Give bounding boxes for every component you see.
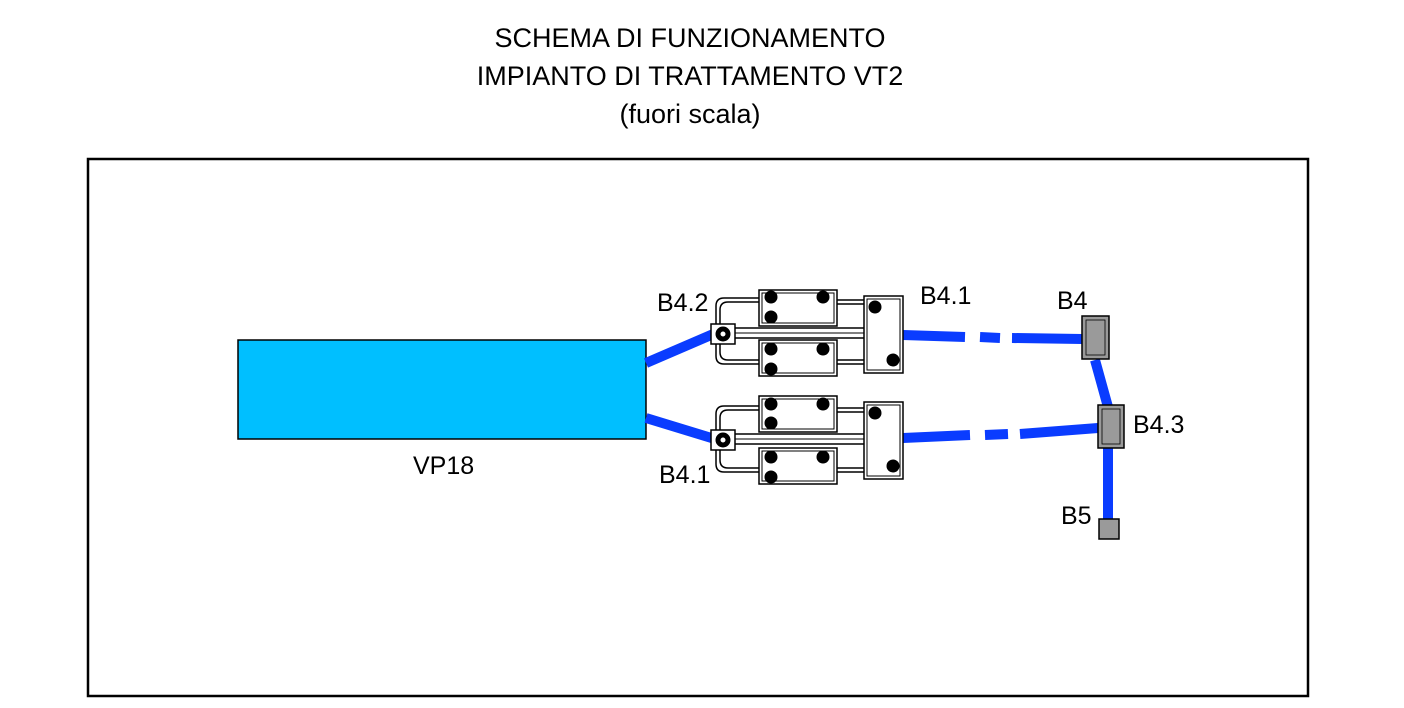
inlet-pipes	[644, 327, 720, 445]
diagram-title-line1: SCHEMA DI FUNZIONAMENTO	[494, 23, 886, 53]
pipe-basin-to-lower-unit	[644, 413, 720, 445]
label-manhole-b4: B4	[1057, 287, 1088, 315]
treatment-unit-lower	[710, 395, 904, 485]
pipe-b4-to-b43	[1090, 358, 1113, 409]
manhole-b5	[1098, 518, 1120, 540]
pipe-lower-seg3	[1019, 423, 1099, 439]
diagram-title-line3: (fuori scala)	[619, 99, 761, 129]
manhole-b4	[1081, 315, 1110, 360]
diagram-frame	[86, 157, 1310, 698]
pipe-upper-seg2	[979, 332, 1001, 343]
label-vp18: VP18	[413, 452, 474, 480]
basin-vp18	[237, 339, 647, 440]
treatment-unit-upper	[710, 289, 904, 377]
pipe-upper-seg1	[902, 330, 966, 342]
pipe-basin-to-upper-unit	[644, 327, 720, 368]
pipe-lower-seg2	[984, 429, 1009, 440]
label-upper-inlet: B4.2	[657, 289, 708, 317]
outlet-pipes	[902, 330, 1113, 520]
label-lower-inlet: B4.1	[659, 461, 710, 489]
label-upper-outlet: B4.1	[920, 282, 971, 310]
pipe-lower-seg1	[902, 430, 971, 443]
diagram-title-line2: IMPIANTO DI TRATTAMENTO VT2	[476, 61, 904, 91]
pipe-upper-seg3	[1011, 333, 1083, 344]
label-manhole-b5: B5	[1061, 502, 1092, 530]
label-manhole-b43: B4.3	[1133, 411, 1184, 439]
